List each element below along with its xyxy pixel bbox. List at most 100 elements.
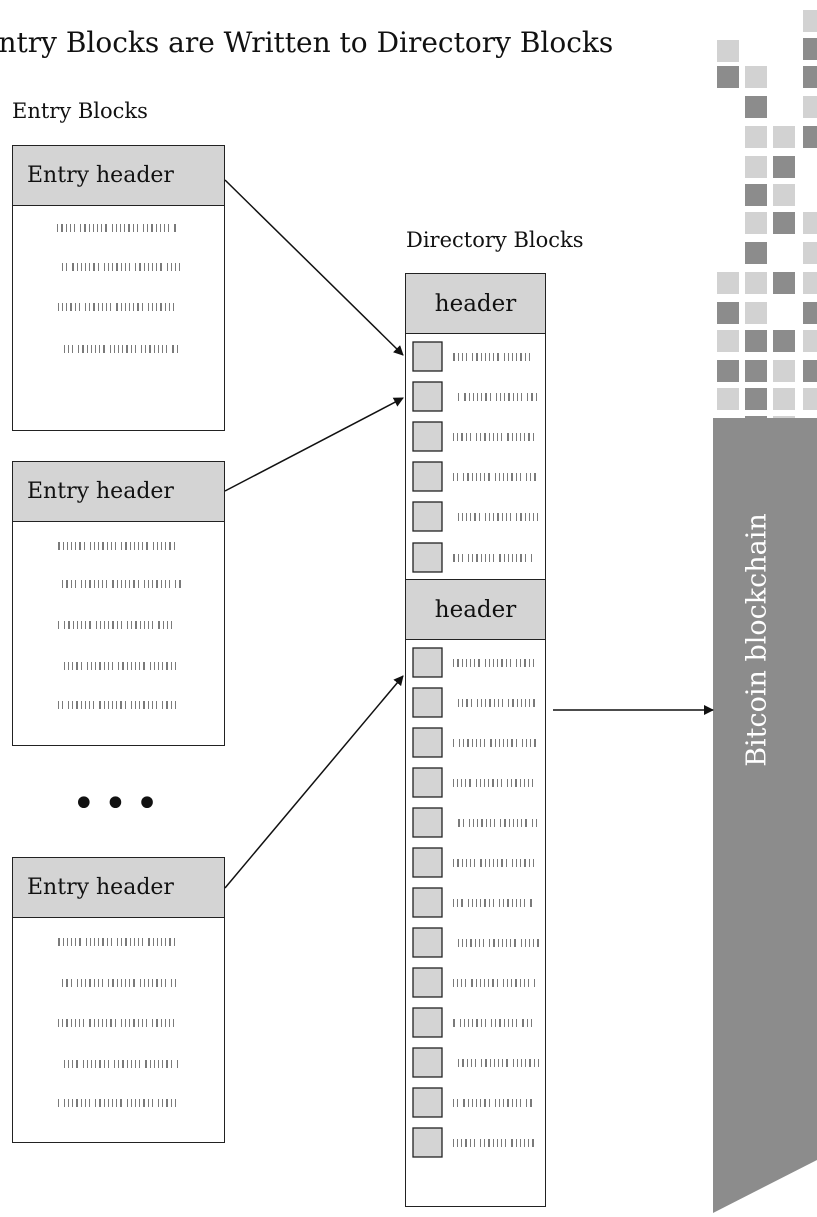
text-line-mark	[154, 1060, 155, 1068]
text-line-mark	[95, 1099, 96, 1107]
text-line-mark	[485, 1019, 486, 1027]
text-line-mark	[511, 739, 513, 747]
text-line-mark	[120, 224, 121, 232]
text-line-mark	[527, 1019, 528, 1027]
directory-entry-square	[412, 501, 443, 532]
text-line-mark	[76, 701, 78, 709]
text-line-mark	[174, 542, 175, 550]
text-line-mark	[453, 779, 454, 787]
text-line-mark	[534, 1059, 535, 1067]
text-line-mark	[165, 1019, 166, 1027]
text-line-mark	[498, 699, 499, 707]
text-line-mark	[462, 353, 463, 361]
text-line-mark	[488, 779, 489, 787]
text-line-mark	[146, 542, 148, 550]
text-line-mark	[152, 263, 153, 271]
text-line-mark	[499, 899, 500, 907]
text-line-mark	[62, 303, 63, 311]
text-line-mark	[139, 1099, 140, 1107]
text-line-mark	[497, 859, 498, 867]
text-line-mark	[137, 224, 138, 232]
text-line-mark	[466, 353, 467, 361]
text-line-mark	[453, 1019, 455, 1027]
text-line-mark	[94, 580, 95, 588]
text-line-mark	[76, 1099, 78, 1107]
text-line-mark	[81, 662, 82, 670]
text-line-mark	[111, 938, 112, 946]
text-line-mark	[58, 303, 59, 311]
text-line-mark	[129, 1019, 130, 1027]
text-line-mark	[70, 224, 71, 232]
text-line-mark	[502, 699, 503, 707]
directory-block-header: header	[405, 273, 546, 334]
text-line-mark	[516, 554, 517, 562]
text-line-mark	[495, 1019, 496, 1027]
text-line-mark	[93, 263, 95, 271]
text-line-mark	[458, 554, 459, 562]
text-line-mark	[148, 263, 149, 271]
text-line-mark	[462, 859, 463, 867]
text-line-mark	[528, 779, 529, 787]
text-line-mark	[125, 979, 126, 987]
text-line-mark	[484, 473, 485, 481]
text-line-mark	[494, 819, 495, 827]
directory-entry-square	[412, 421, 443, 452]
text-line-mark	[522, 1019, 524, 1027]
text-line-mark	[83, 1019, 84, 1027]
mosaic-cell	[745, 96, 767, 118]
mosaic-cell	[745, 184, 767, 206]
text-line-mark	[169, 542, 171, 550]
text-line-mark	[458, 353, 459, 361]
text-line-mark	[112, 701, 113, 709]
text-line-mark	[458, 1059, 459, 1067]
text-line-mark	[520, 353, 522, 361]
text-line-mark	[133, 303, 134, 311]
text-line-mark	[163, 621, 164, 629]
text-line-mark	[165, 580, 166, 588]
text-line-mark	[480, 1099, 481, 1107]
text-line-mark	[472, 1099, 473, 1107]
text-line-mark	[530, 473, 531, 481]
text-line-mark	[91, 1060, 92, 1068]
text-line-mark	[129, 263, 130, 271]
text-line-mark	[67, 938, 68, 946]
text-line-mark	[62, 263, 63, 271]
text-line-mark	[484, 979, 485, 987]
text-line-mark	[485, 393, 487, 401]
text-line-mark	[108, 1099, 109, 1107]
text-line-mark	[512, 554, 513, 562]
text-line-mark	[512, 899, 513, 907]
text-line-mark	[104, 263, 105, 271]
text-line-mark	[152, 1099, 153, 1107]
text-line-mark	[177, 1060, 178, 1068]
text-line-mark	[458, 819, 460, 827]
text-line-mark	[489, 699, 491, 707]
mosaic-cell	[803, 242, 817, 264]
text-line-mark	[79, 303, 80, 311]
text-line-mark	[524, 659, 526, 667]
text-line-mark	[516, 859, 517, 867]
text-line-mark	[131, 1099, 132, 1107]
text-line-mark	[525, 554, 526, 562]
text-line-mark	[107, 542, 108, 550]
text-line-mark	[495, 1099, 496, 1107]
text-line-mark	[504, 819, 506, 827]
text-line-mark	[137, 303, 139, 311]
text-line-mark	[529, 659, 530, 667]
text-line-mark	[521, 819, 522, 827]
text-line-mark	[467, 739, 469, 747]
directory-entry-square	[412, 727, 443, 758]
text-line-mark	[465, 1139, 467, 1147]
text-line-mark	[68, 345, 69, 353]
text-line-mark	[515, 779, 517, 787]
text-line-mark	[511, 979, 512, 987]
text-line-mark	[140, 979, 141, 987]
text-line-mark	[530, 1099, 532, 1107]
text-line-mark	[81, 701, 82, 709]
text-line-mark	[511, 779, 512, 787]
text-line-mark	[139, 263, 141, 271]
text-line-mark	[104, 701, 105, 709]
text-line-mark	[104, 1099, 105, 1107]
text-line-mark	[62, 580, 63, 588]
text-line-mark	[175, 662, 176, 670]
